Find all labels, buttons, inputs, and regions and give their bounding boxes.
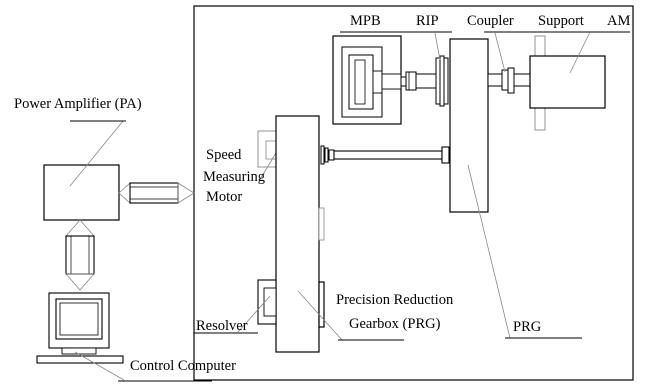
- coupler: [487, 67, 531, 94]
- label-rip: RIP: [416, 13, 439, 29]
- coupler-leader: [494, 32, 506, 73]
- resolver-leader: [237, 295, 271, 333]
- pa-bench-connection: [118, 182, 195, 204]
- rip: [435, 55, 449, 107]
- prg-right-leader: [467, 164, 511, 339]
- label-power-amplifier: Power Amplifier (PA): [14, 96, 142, 112]
- label-control-computer: Control Computer: [130, 358, 236, 374]
- precision-reduction-gearbox: [275, 115, 325, 353]
- pa-leader: [69, 120, 124, 187]
- gearbox-output-shaft: [320, 145, 450, 165]
- label-resolver: Resolver: [196, 318, 248, 334]
- computer-leader: [74, 351, 125, 381]
- label-am: AM: [607, 13, 630, 29]
- label-mpb: MPB: [350, 13, 381, 29]
- label-coupler: Coupler: [467, 13, 514, 29]
- label-prg: PRG: [513, 319, 542, 335]
- pa-computer-connection: [65, 219, 95, 291]
- label-support: Support: [538, 13, 584, 29]
- speed-measuring-motor: [257, 130, 277, 168]
- am-leader: [569, 31, 591, 74]
- label-speed-line-2: Measuring: [203, 169, 265, 185]
- label-gearbox-line-1: Precision Reduction: [336, 292, 454, 308]
- gearbox-leader: [297, 290, 343, 341]
- label-speed-line-3: Motor: [206, 189, 242, 205]
- mpb-rip-shaft: [400, 71, 437, 91]
- label-gearbox-line-2: Gearbox (PRG): [349, 316, 441, 332]
- label-speed-line-1: Speed: [206, 147, 242, 163]
- power-amplifier: [43, 164, 120, 221]
- control-computer: [36, 292, 124, 364]
- mpb-box: [332, 35, 402, 125]
- am-motor: [529, 55, 606, 109]
- rip-leader: [434, 32, 441, 61]
- prg-right-gearbox: [449, 38, 489, 213]
- resolver: [257, 279, 277, 325]
